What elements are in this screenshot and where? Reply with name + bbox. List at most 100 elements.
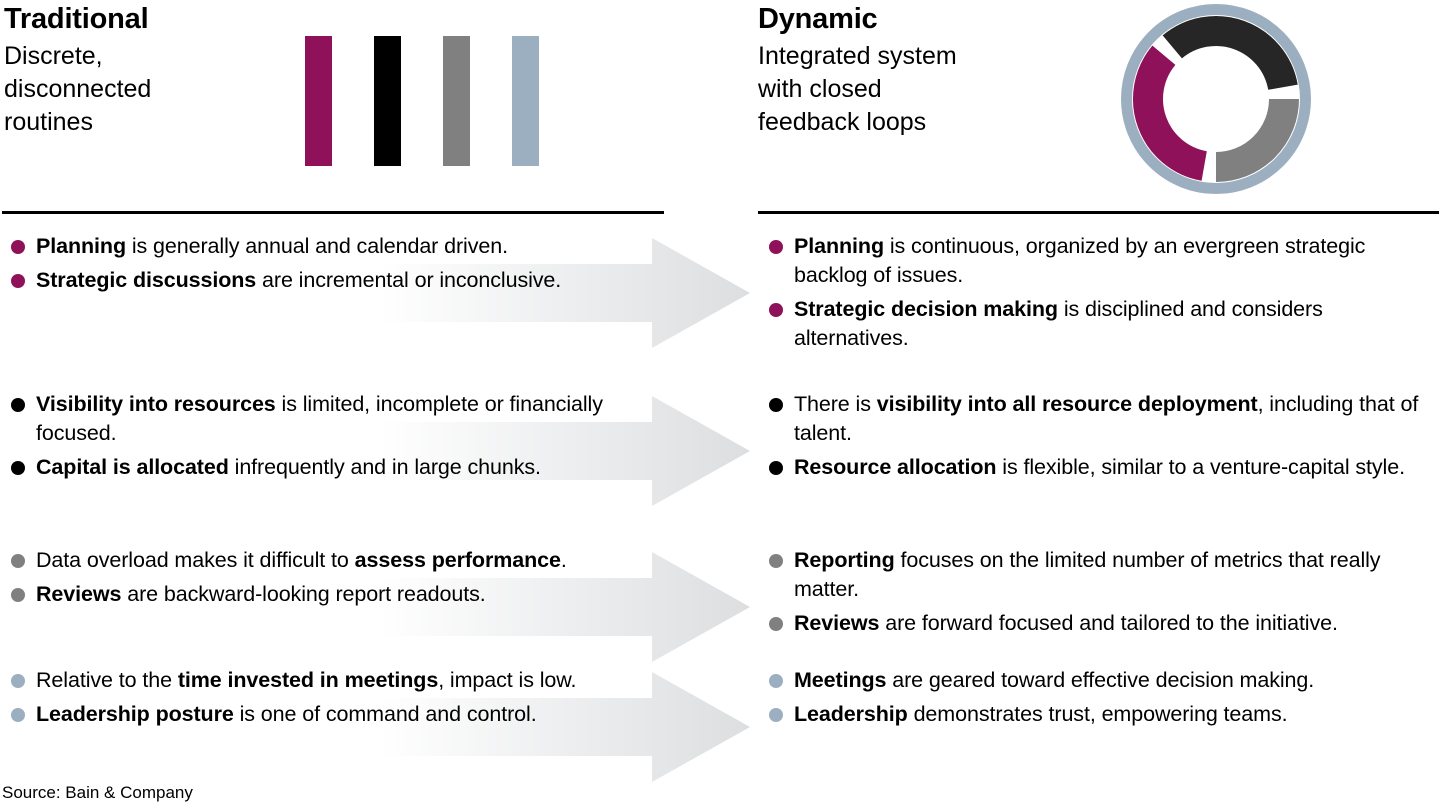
bullet-text: Relative to the time invested in meeting…	[36, 666, 672, 695]
bullet-dot-icon	[11, 588, 25, 602]
bullet-plain: are forward focused and tailored to the …	[879, 611, 1338, 635]
closed-loop-donut-icon	[1118, 1, 1314, 197]
donut-segment-planning	[1133, 45, 1208, 181]
page-title-traditional: Traditional	[4, 3, 149, 35]
bullet-dot-icon	[11, 554, 25, 568]
list-item: Planning is generally annual and calenda…	[0, 232, 672, 261]
bullet-emphasis: Meetings	[794, 668, 887, 692]
list-item: Strategic decision making is disciplined…	[758, 295, 1440, 353]
bullet-plain: are geared toward effective decision mak…	[886, 668, 1315, 692]
source-note: Source: Bain & Company	[2, 783, 193, 802]
bullet-text: Planning is generally annual and calenda…	[36, 232, 672, 261]
list-item: Relative to the time invested in meeting…	[0, 666, 672, 695]
bullet-plain: is generally annual and calendar driven.	[125, 234, 508, 258]
bullet-text: Strategic decision making is disciplined…	[794, 295, 1440, 353]
list-item: Reporting focuses on the limited number …	[758, 546, 1440, 604]
bullet-marker	[0, 390, 36, 412]
bullet-dot-icon	[769, 708, 783, 722]
four-bars-icon	[305, 36, 547, 166]
bullet-plain: infrequently and in large chunks.	[228, 455, 541, 479]
bullet-emphasis: Resource allocation	[794, 455, 997, 479]
list-item: Leadership posture is one of command and…	[0, 700, 672, 729]
bullet-text: Reviews are forward focused and tailored…	[794, 609, 1440, 638]
page-title-dynamic: Dynamic	[758, 3, 878, 35]
bullet-plain: is disciplined and considers alternative…	[794, 297, 1323, 350]
bullet-marker	[758, 232, 794, 254]
bullet-dot-icon	[11, 708, 25, 722]
header-band: Traditional Discrete, disconnected routi…	[0, 0, 1440, 214]
list-item: Planning is continuous, organized by an …	[758, 232, 1440, 290]
bullet-text: Data overload makes it difficult to asse…	[36, 546, 672, 575]
bullet-emphasis: Capital is allocated	[36, 455, 229, 479]
bullet-marker	[0, 232, 36, 254]
bullet-plain: is continuous, organized by an evergreen…	[794, 234, 1366, 287]
bullet-dot-icon	[769, 674, 783, 688]
bullet-emphasis: visibility into all resource deployment	[876, 392, 1258, 416]
bullet-text: Leadership posture is one of command and…	[36, 700, 672, 729]
bullet-marker	[758, 546, 794, 568]
bullet-marker	[0, 266, 36, 288]
bullet-text: Reviews are backward-looking report read…	[36, 580, 672, 609]
donut-segment-resources	[1162, 16, 1298, 91]
bullet-plain: are incremental or inconclusive.	[256, 268, 562, 292]
list-item: Reviews are forward focused and tailored…	[758, 609, 1440, 638]
bar-meetings	[512, 36, 539, 166]
bullet-group-right-2: Reporting focuses on the limited number …	[758, 546, 1440, 643]
bullet-plain: are backward-looking report readouts.	[121, 582, 486, 606]
bullet-text: Strategic discussions are incremental or…	[36, 266, 672, 295]
bullet-dot-icon	[11, 274, 25, 288]
bullet-group-left-2: Data overload makes it difficult to asse…	[0, 546, 672, 614]
bullet-text: Resource allocation is flexible, similar…	[794, 453, 1440, 482]
bullet-emphasis: Strategic discussions	[36, 268, 257, 292]
bullet-marker	[0, 580, 36, 602]
bullet-plain: .	[560, 548, 567, 572]
bullet-marker	[758, 700, 794, 722]
bullet-marker	[758, 666, 794, 688]
bullet-plain: demonstrates trust, empowering teams.	[907, 702, 1288, 726]
bullet-text: Planning is continuous, organized by an …	[794, 232, 1440, 290]
bullet-marker	[0, 546, 36, 568]
bullet-marker	[0, 453, 36, 475]
bullet-marker	[0, 700, 36, 722]
bullet-plain: Relative to the	[36, 668, 178, 692]
list-item: Capital is allocated infrequently and in…	[0, 453, 672, 482]
bullet-emphasis: Leadership posture	[36, 702, 234, 726]
bullet-marker	[758, 295, 794, 317]
bullet-marker	[0, 666, 36, 688]
bullet-plain: is flexible, similar to a venture-capita…	[996, 455, 1405, 479]
list-item: Resource allocation is flexible, similar…	[758, 453, 1440, 482]
bullet-text: Capital is allocated infrequently and in…	[36, 453, 672, 482]
list-item: Leadership demonstrates trust, empowerin…	[758, 700, 1440, 729]
list-item: Data overload makes it difficult to asse…	[0, 546, 672, 575]
bullet-emphasis: Planning	[36, 234, 126, 258]
list-item: Strategic discussions are incremental or…	[0, 266, 672, 295]
traditional-subtitle: Discrete, disconnected routines	[4, 42, 152, 136]
bullet-plain: Data overload makes it difficult to	[36, 548, 355, 572]
bullet-group-left-0: Planning is generally annual and calenda…	[0, 232, 672, 300]
bullet-group-right-3: Meetings are geared toward effective dec…	[758, 666, 1440, 734]
bullet-marker	[758, 390, 794, 412]
list-item: Meetings are geared toward effective dec…	[758, 666, 1440, 695]
bullet-emphasis: Planning	[794, 234, 884, 258]
donut-segment-performance	[1215, 98, 1299, 182]
bullet-plain: is limited, incomplete or financially fo…	[36, 392, 603, 445]
bullet-plain: , impact is low.	[438, 668, 577, 692]
bullet-dot-icon	[11, 240, 25, 254]
bullet-dot-icon	[769, 240, 783, 254]
list-item: There is visibility into all resource de…	[758, 390, 1440, 448]
list-item: Reviews are backward-looking report read…	[0, 580, 672, 609]
bullet-dot-icon	[769, 554, 783, 568]
bullet-emphasis: Visibility into resources	[36, 392, 276, 416]
bar-performance	[443, 36, 470, 166]
bullet-emphasis: Strategic decision making	[794, 297, 1058, 321]
divider-right	[758, 211, 1439, 214]
bullet-dot-icon	[769, 303, 783, 317]
list-item: Visibility into resources is limited, in…	[0, 390, 672, 448]
bullet-group-left-1: Visibility into resources is limited, in…	[0, 390, 672, 487]
bullet-marker	[758, 453, 794, 475]
bullet-dot-icon	[11, 674, 25, 688]
bullet-text: Visibility into resources is limited, in…	[36, 390, 672, 448]
dynamic-header: Dynamic Integrated system with closed fe…	[758, 0, 1440, 139]
bullet-marker	[758, 609, 794, 631]
divider-left	[2, 211, 664, 214]
